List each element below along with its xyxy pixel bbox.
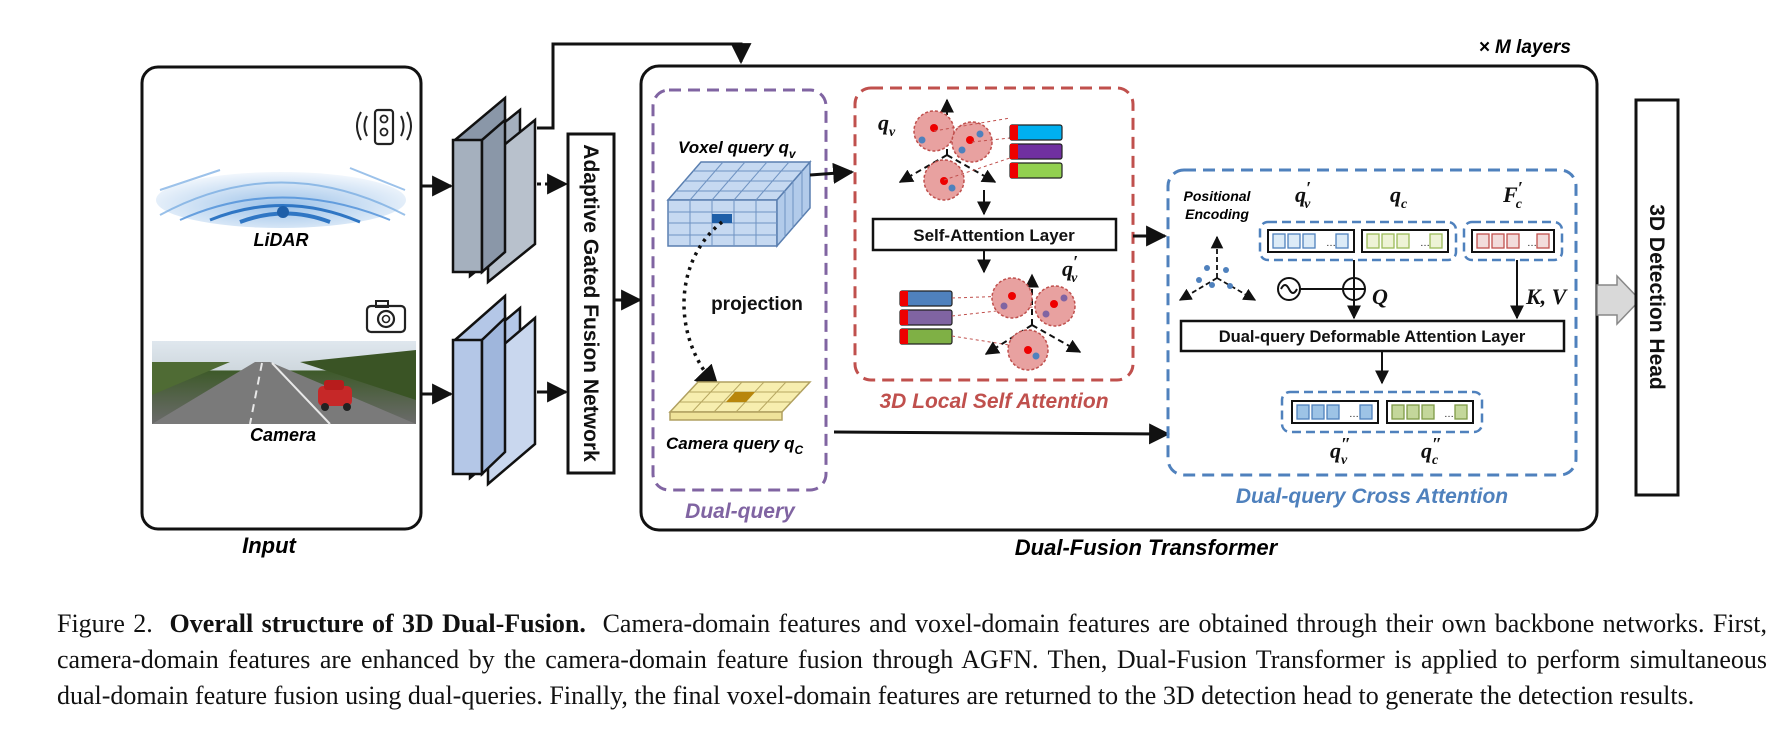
camera-query-label: Camera query qC (666, 434, 804, 457)
caption-figure-number: Figure 2. (57, 609, 153, 638)
kv-symbol-label: K, V (1525, 284, 1569, 309)
camera-query-grid (668, 381, 812, 421)
projection-arrow (682, 220, 724, 390)
cross-attn-box (1166, 168, 1578, 477)
local-attn-token-bars-top (1009, 124, 1063, 179)
arrow-voxel-to-local-attn (809, 162, 855, 184)
lidar-backbone-stack (451, 95, 537, 285)
qc-output-token-vector: … (1386, 400, 1474, 424)
positional-encoding-label-2: Encoding (1185, 206, 1249, 222)
lidar-sensor-icon (356, 108, 412, 146)
self-attn-layer-box (871, 217, 1118, 252)
local-attn-sphere-group-top (898, 98, 1011, 201)
camera-backbone-stack (451, 293, 537, 487)
figure-caption: Figure 2. Overall structure of 3D Dual-F… (57, 606, 1767, 714)
input-label: Input (242, 533, 297, 558)
svg-text:…: … (1326, 238, 1336, 249)
self-attn-layer-label: Self-Attention Layer (913, 226, 1075, 245)
qv-prime-token-vector: … (1267, 229, 1355, 253)
detection-head-label: 3D Detection Head (1645, 204, 1668, 390)
local-attn-token-bars-bottom (899, 290, 953, 345)
svg-text:…: … (1420, 238, 1430, 249)
m-layers-label: × M layers (1479, 37, 1571, 58)
cross-attn-qv-prime-label: q′v (1295, 178, 1311, 212)
architecture-diagram: LiDAR Camera Input (140, 37, 1680, 560)
positional-encoding-axes-icon (1178, 235, 1257, 301)
lidar-label: LiDAR (254, 230, 309, 250)
local-attn-qv-label: qv (878, 110, 896, 140)
camera-label: Camera (250, 425, 316, 445)
cross-attn-label: Dual-query Cross Attention (1236, 485, 1508, 508)
caption-title: Overall structure of 3D Dual-Fusion. (169, 609, 586, 638)
voxel-query-label: Voxel query qv (678, 138, 797, 161)
lidar-point-cloud-image (156, 167, 406, 228)
qc-token-vector: … (1361, 229, 1449, 253)
agfn-label: Adaptive Gated Fusion Network (579, 144, 602, 462)
output-tokens-group (1280, 390, 1484, 434)
caption-body: Camera-domain features and voxel-domain … (57, 609, 1768, 710)
dual-query-label: Dual-query (685, 500, 796, 523)
qv-output-label: q″v (1330, 434, 1351, 468)
qv-output-token-vector: … (1291, 400, 1379, 424)
dual-query-box (651, 88, 828, 492)
transformer-label: Dual-Fusion Transformer (1015, 535, 1279, 560)
agfn-box (566, 132, 616, 475)
svg-text:…: … (1349, 409, 1359, 420)
local-attn-box (853, 86, 1135, 382)
arrow-lidar-skip-to-transformer (537, 42, 752, 130)
deformable-attn-layer-box (1179, 319, 1566, 353)
cross-attn-fc-prime-label: F′c (1502, 178, 1523, 212)
query-tokens-group (1258, 220, 1458, 262)
detection-head-box (1634, 98, 1680, 497)
cross-attn-qc-label: qc (1390, 182, 1408, 212)
fc-prime-group (1462, 220, 1564, 262)
local-attn-label: 3D Local Self Attention (879, 390, 1108, 413)
positional-encoding-label-1: Positional (1184, 188, 1252, 204)
camera-icon (365, 300, 407, 334)
local-attn-sphere-group-bottom (951, 273, 1082, 371)
add-operator-icon (1342, 277, 1366, 301)
deformable-attn-layer-label: Dual-query Deformable Attention Layer (1219, 328, 1526, 346)
input-panel (140, 65, 423, 531)
arrow-to-detection-head (1596, 274, 1642, 326)
sinusoid-icon (1277, 277, 1301, 301)
local-attn-qv-prime-label: q′v (1062, 252, 1078, 286)
voxel-query-grid (666, 159, 812, 249)
svg-text:…: … (1444, 409, 1454, 420)
qc-output-label: q″c (1421, 434, 1442, 468)
projection-label: projection (711, 294, 803, 315)
arrow-camera-query-to-cross-attn (833, 423, 1171, 445)
q-symbol-label: Q (1372, 284, 1388, 309)
camera-road-image (152, 341, 416, 425)
fc-prime-token-vector: … (1471, 229, 1555, 253)
svg-text:…: … (1527, 238, 1537, 249)
